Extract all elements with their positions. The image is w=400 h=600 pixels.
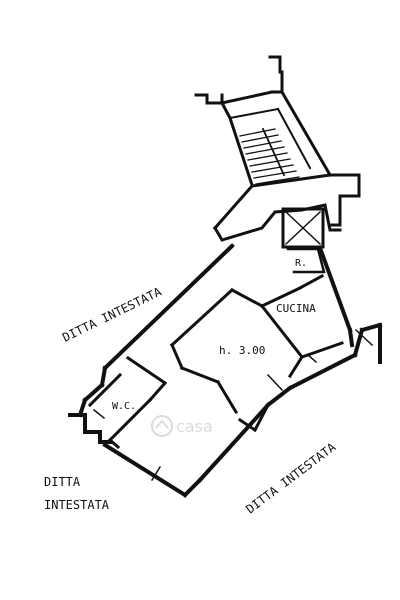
label-ditta-intestata-top: DITTA INTESTATA <box>60 284 164 344</box>
apartment-outline <box>68 243 383 498</box>
openings <box>92 328 374 482</box>
elevator-icon <box>281 207 325 249</box>
label-intestata-bottom-left: INTESTATA <box>44 498 110 512</box>
watermark-text: casa <box>176 417 213 436</box>
stair-core <box>194 55 333 187</box>
landing <box>212 173 361 242</box>
label-r: R. <box>295 258 307 269</box>
storage-room <box>286 247 326 274</box>
label-ditta-bottom-left: DITTA <box>44 475 81 489</box>
stair-treads-icon <box>239 127 300 185</box>
label-ceiling-height: h. 3.00 <box>219 344 265 357</box>
label-cucina: CUCINA <box>276 302 316 315</box>
watermark: casa <box>151 415 213 437</box>
house-logo-icon <box>151 415 173 437</box>
label-ditta-intestata-bottom-right: DITTA INTESTATA <box>243 440 339 517</box>
label-wc: W.C. <box>112 401 136 412</box>
interior-walls <box>87 273 344 450</box>
